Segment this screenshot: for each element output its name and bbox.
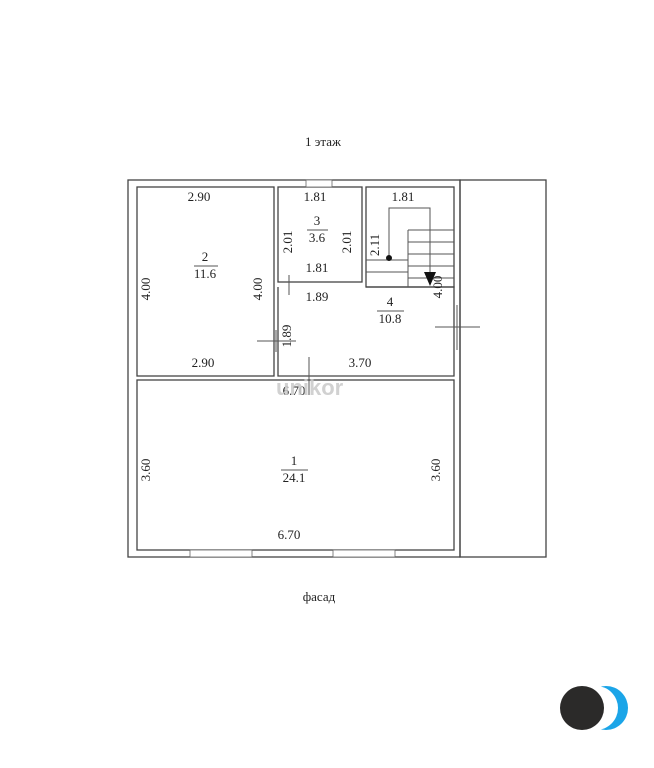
- room-3-number: 3: [314, 213, 321, 228]
- room-3-area: 3.6: [309, 230, 326, 245]
- dim-room2-bottom: 2.90: [192, 355, 215, 370]
- dim-room4-left: 1.89: [279, 325, 294, 348]
- dim-room1-bottom: 6.70: [278, 527, 301, 542]
- floor-title: 1 этаж: [305, 134, 342, 149]
- room-1-area: 24.1: [283, 470, 306, 485]
- logo-dark-circle: [560, 686, 604, 730]
- stair-start-dot: [386, 255, 392, 261]
- dim-room3-left: 2.01: [280, 231, 295, 254]
- dim-stair-top: 1.81: [392, 189, 415, 204]
- dim-room4-bottom: 3.70: [349, 355, 372, 370]
- dim-room1-left: 3.60: [138, 459, 153, 482]
- room-2-area: 11.6: [194, 266, 217, 281]
- room-2-number: 2: [202, 249, 209, 264]
- dim-room4-right: 4.00: [430, 276, 445, 299]
- terrace-outline: [459, 179, 547, 558]
- watermark-text: unikor: [276, 375, 344, 400]
- dim-room1-top: 6.70: [283, 383, 306, 398]
- window-top: [305, 179, 333, 188]
- room-4-area: 10.8: [379, 311, 402, 326]
- room-4-outline: [277, 286, 455, 377]
- brand-logo: [560, 686, 628, 730]
- dim-room3-right: 2.01: [339, 231, 354, 254]
- staircase: [366, 207, 454, 287]
- stair-arrow: [424, 272, 436, 286]
- dim-room2-right: 4.00: [250, 278, 265, 301]
- dim-room2-top: 2.90: [188, 189, 211, 204]
- window-bottom-left: [189, 549, 253, 558]
- dim-room1-right: 3.60: [428, 459, 443, 482]
- room-1-number: 1: [291, 453, 298, 468]
- dim-room2-left: 4.00: [138, 278, 153, 301]
- window-bottom-right: [332, 549, 396, 558]
- dim-room3-top: 1.81: [304, 189, 327, 204]
- dim-room3-bottom: 1.81: [306, 260, 329, 275]
- room-4-number: 4: [387, 294, 394, 309]
- room-1-outline: [136, 379, 455, 551]
- dim-stair-side: 2.11: [367, 234, 382, 256]
- room-2-outline: [136, 186, 275, 377]
- facade-label: фасад: [303, 589, 336, 604]
- dim-room4-top: 1.89: [306, 289, 329, 304]
